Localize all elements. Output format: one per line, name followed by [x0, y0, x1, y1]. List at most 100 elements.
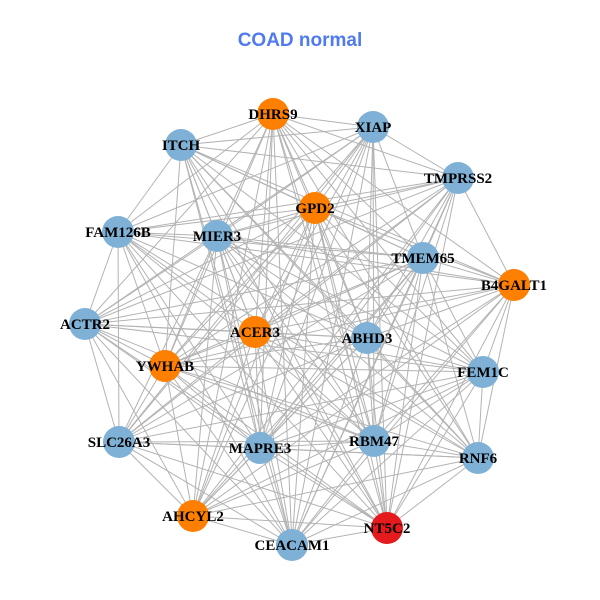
node-label: FEM1C	[457, 365, 509, 381]
node-label: B4GALT1	[481, 278, 547, 294]
edge-DHRS9-FEM1C	[272, 113, 484, 373]
edge-MIER3-ABHD3	[216, 235, 368, 339]
edge-MIER3-ACER3	[216, 235, 256, 333]
node-circle	[407, 242, 439, 274]
edge-ITCH-RBM47	[180, 144, 375, 442]
edge-GPD2-NT5C2	[314, 207, 388, 529]
node-label: DHRS9	[248, 107, 297, 123]
edge-TMPRSS2-MIER3	[216, 177, 459, 237]
edge-FAM126B-B4GALT1	[117, 231, 515, 286]
edge-ABHD3-RNF6	[366, 337, 479, 459]
chart-title: COAD normal	[237, 30, 363, 51]
edge-GPD2-TMEM65	[314, 207, 424, 259]
edge-TMPRSS2-SLC26A3	[118, 177, 459, 443]
edge-ACER3-YWHAB	[164, 331, 256, 367]
edge-RNF6-AHCYL2	[192, 457, 479, 517]
edge-FEM1C-RBM47	[373, 371, 484, 442]
node-ITCH: ITCH	[162, 129, 201, 161]
edge-FEM1C-SLC26A3	[118, 371, 484, 443]
node-circle	[358, 425, 390, 457]
node-circle	[149, 350, 181, 382]
node-GPD2: GPD2	[295, 192, 335, 224]
edge-ACTR2-NT5C2	[84, 323, 388, 529]
edge-MAPRE3-RBM47	[259, 440, 375, 449]
node-TMPRSS2: TMPRSS2	[424, 162, 492, 194]
edge-MIER3-SLC26A3	[118, 235, 218, 443]
edge-ABHD3-FEM1C	[366, 337, 484, 373]
edge-GPD2-FAM126B	[117, 207, 316, 233]
edge-FEM1C-CEACAM1	[291, 371, 484, 546]
node-label: ACTR2	[60, 317, 110, 333]
edge-B4GALT1-CEACAM1	[291, 284, 515, 546]
edge-XIAP-FAM126B	[117, 126, 374, 233]
edge-RNF6-CEACAM1	[291, 457, 479, 546]
node-circle	[177, 500, 209, 532]
node-ABHD3: ABHD3	[342, 322, 392, 354]
edge-TMEM65-FEM1C	[422, 257, 484, 373]
edge-B4GALT1-ACTR2	[84, 284, 515, 325]
edge-SLC26A3-AHCYL2	[118, 441, 194, 517]
node-circle	[69, 308, 101, 340]
node-ACER3: ACER3	[230, 316, 280, 348]
edge-ACER3-SLC26A3	[118, 331, 256, 443]
edge-ACER3-AHCYL2	[192, 331, 256, 517]
edge-FAM126B-ACTR2	[84, 231, 119, 325]
edge-FEM1C-AHCYL2	[192, 371, 484, 517]
edge-XIAP-SLC26A3	[118, 126, 374, 443]
node-NT5C2: NT5C2	[364, 512, 411, 544]
edge-RBM47-AHCYL2	[192, 440, 375, 517]
edge-FAM126B-RNF6	[117, 231, 479, 459]
node-AHCYL2: AHCYL2	[162, 500, 224, 532]
node-label: YWHAB	[136, 359, 194, 375]
edge-TMEM65-YWHAB	[164, 257, 424, 367]
edges	[84, 113, 515, 546]
edge-ACER3-RBM47	[254, 331, 375, 442]
edge-ACTR2-RBM47	[84, 323, 375, 442]
node-circle	[102, 216, 134, 248]
edge-RBM47-CEACAM1	[291, 440, 375, 546]
edge-ACTR2-CEACAM1	[84, 323, 293, 546]
node-RBM47: RBM47	[349, 425, 399, 457]
edge-ACTR2-MAPRE3	[84, 323, 261, 449]
edge-XIAP-ITCH	[180, 126, 374, 146]
edge-TMEM65-AHCYL2	[192, 257, 424, 517]
edge-TMPRSS2-FAM126B	[117, 177, 459, 233]
node-MIER3: MIER3	[193, 220, 241, 252]
edge-AHCYL2-CEACAM1	[192, 515, 293, 546]
node-circle	[201, 220, 233, 252]
edge-XIAP-ABHD3	[366, 126, 374, 339]
node-label: NT5C2	[364, 521, 411, 537]
edge-TMPRSS2-B4GALT1	[457, 177, 515, 286]
node-label: GPD2	[295, 201, 334, 217]
edge-DHRS9-B4GALT1	[272, 113, 515, 286]
node-circle	[357, 111, 389, 143]
edge-TMPRSS2-GPD2	[314, 177, 459, 209]
edge-XIAP-GPD2	[314, 126, 374, 209]
edge-FAM126B-MIER3	[117, 231, 218, 237]
edge-FEM1C-NT5C2	[386, 371, 484, 529]
node-label: MAPRE3	[229, 441, 292, 457]
edge-YWHAB-RNF6	[164, 365, 479, 459]
node-FEM1C: FEM1C	[457, 356, 509, 388]
node-circle	[299, 192, 331, 224]
node-circle	[371, 512, 403, 544]
node-MAPRE3: MAPRE3	[229, 432, 292, 464]
node-circle	[103, 426, 135, 458]
node-circle	[257, 98, 289, 130]
node-label: ACER3	[230, 325, 280, 341]
node-circle	[244, 432, 276, 464]
edge-FAM126B-ACER3	[117, 231, 256, 333]
node-label: XIAP	[355, 120, 392, 136]
edge-TMPRSS2-NT5C2	[386, 177, 459, 529]
node-DHRS9: DHRS9	[248, 98, 298, 130]
edge-AHCYL2-NT5C2	[192, 515, 388, 529]
edge-FAM126B-ABHD3	[117, 231, 368, 339]
node-CEACAM1: CEACAM1	[255, 529, 330, 561]
edge-TMPRSS2-YWHAB	[164, 177, 459, 367]
edge-TMEM65-ACER3	[254, 257, 424, 333]
node-label: FAM126B	[85, 225, 151, 241]
edge-GPD2-MIER3	[216, 207, 316, 237]
edge-MIER3-RNF6	[216, 235, 479, 459]
